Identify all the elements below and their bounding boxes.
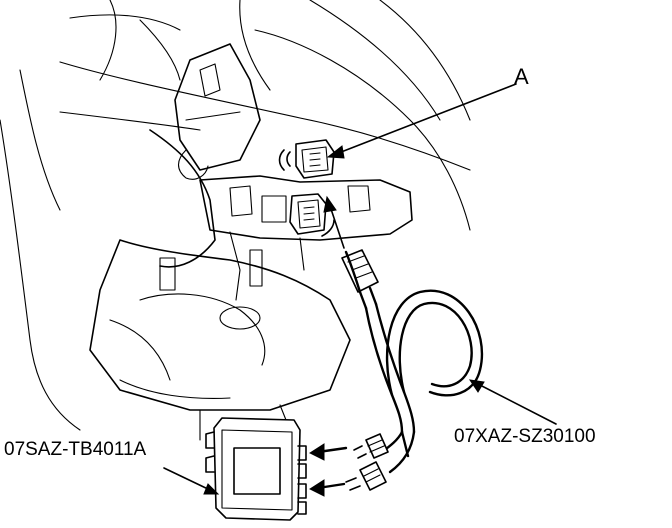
- test-harness-box: [205, 417, 307, 521]
- banana-plug-lower: [345, 461, 387, 491]
- callout-connector-a: A: [514, 64, 529, 89]
- connector-a-assembly: [278, 139, 335, 237]
- callout-adapter-cable: 07XAZ-SZ30100: [454, 426, 596, 447]
- leader-lines: [163, 83, 557, 495]
- insertion-arrows: [308, 443, 348, 497]
- banana-plug-upper: [353, 433, 389, 459]
- callout-test-harness: 07SAZ-TB4011A: [4, 439, 147, 460]
- steering-column-structure: [0, 0, 471, 441]
- adapter-cable: [341, 249, 484, 491]
